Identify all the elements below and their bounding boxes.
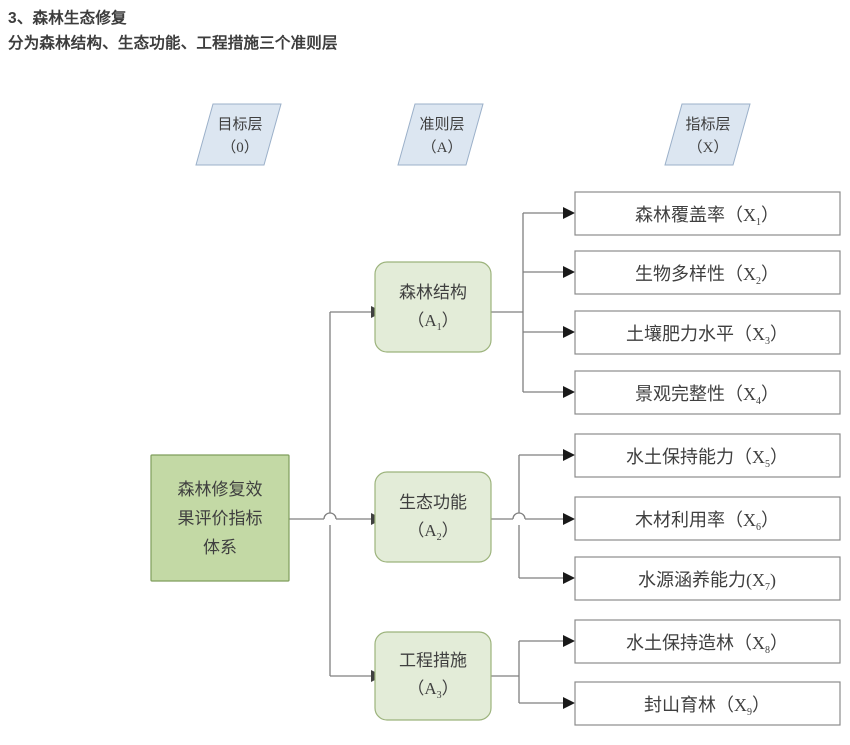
criteria-a3-to-indicator-connectors: [491, 640, 563, 704]
goal-to-criteria-connectors: [289, 311, 371, 677]
heading-line-2: 分为森林结构、生态功能、工程措施三个准则层: [8, 35, 338, 52]
goal-layer-header-title: 目标层: [217, 116, 262, 133]
indicator-node-x5-label: 水土保持能力（X5）: [626, 447, 788, 470]
indicator-node-x6-label: 木材利用率（X6）: [635, 510, 779, 533]
indicator-node-x1-label: 森林覆盖率（X1）: [635, 205, 779, 228]
indicator-node-x2-label: 生物多样性（X2）: [635, 264, 779, 287]
indicator-node-x2[interactable]: 生物多样性（X2）: [574, 250, 841, 295]
goal-layer-header-code: （0）: [221, 139, 259, 156]
indicator-layer-header: 指标层 （X）: [664, 103, 751, 166]
indicator-layer-header-title: 指标层: [685, 116, 730, 133]
criteria-a1-arrowheads: [563, 207, 575, 398]
goal-layer-header: 目标层 （0）: [195, 103, 282, 166]
indicator-node-x3[interactable]: 土壤肥力水平（X3）: [574, 310, 841, 355]
indicator-node-x5[interactable]: 水土保持能力（X5）: [574, 433, 841, 478]
page-heading: 3、森林生态修复 分为森林结构、生态功能、工程措施三个准则层: [8, 6, 838, 56]
heading-line-1: 3、森林生态修复: [8, 10, 127, 27]
indicator-node-x8-label: 水土保持造林（X8）: [626, 633, 788, 656]
criteria-node-a3[interactable]: 工程措施 （A3）: [374, 631, 492, 721]
indicator-node-x4[interactable]: 景观完整性（X4）: [574, 370, 841, 415]
goal-node[interactable]: 森林修复效 果评价指标 体系: [150, 454, 290, 582]
indicator-node-x4-label: 景观完整性（X4）: [635, 384, 779, 407]
goal-node-line-2: 果评价指标: [178, 509, 263, 528]
indicator-node-x7-label: 水源涵养能力(X7): [638, 570, 776, 593]
criteria-a1-to-indicator-connectors: [491, 212, 563, 393]
indicator-node-x9-label: 封山育林（X9）: [644, 695, 770, 718]
criteria-node-a3-code: （A3）: [407, 679, 458, 701]
goal-node-line-1: 森林修复效: [178, 480, 263, 499]
criteria-node-a1-title: 森林结构: [399, 283, 467, 302]
indicator-layer-header-code: （X）: [688, 139, 729, 156]
criteria-node-a2-title: 生态功能: [399, 493, 467, 512]
indicator-node-x3-label: 土壤肥力水平（X3）: [626, 324, 788, 347]
criteria-node-a2-code: （A2）: [407, 521, 458, 543]
criteria-layer-header-title: 准则层: [419, 116, 464, 133]
criteria-a3-arrowheads: [563, 635, 575, 709]
indicator-node-x1[interactable]: 森林覆盖率（X1）: [574, 191, 841, 236]
criteria-a2-to-indicator-connectors: [491, 454, 563, 579]
indicator-node-x7[interactable]: 水源涵养能力(X7): [574, 556, 841, 601]
criteria-a2-arrowheads: [563, 449, 575, 584]
indicator-node-x9[interactable]: 封山育林（X9）: [574, 681, 841, 726]
criteria-node-a2[interactable]: 生态功能 （A2）: [374, 471, 492, 563]
criteria-node-a3-title: 工程措施: [399, 651, 467, 670]
criteria-layer-header: 准则层 （A）: [397, 103, 484, 166]
goal-node-line-3: 体系: [203, 538, 237, 557]
indicator-node-x6[interactable]: 木材利用率（X6）: [574, 496, 841, 541]
criteria-layer-header-code: （A）: [422, 139, 463, 156]
indicator-node-x8[interactable]: 水土保持造林（X8）: [574, 619, 841, 664]
criteria-node-a1[interactable]: 森林结构 （A1）: [374, 261, 492, 353]
criteria-node-a1-code: （A1）: [407, 311, 458, 333]
